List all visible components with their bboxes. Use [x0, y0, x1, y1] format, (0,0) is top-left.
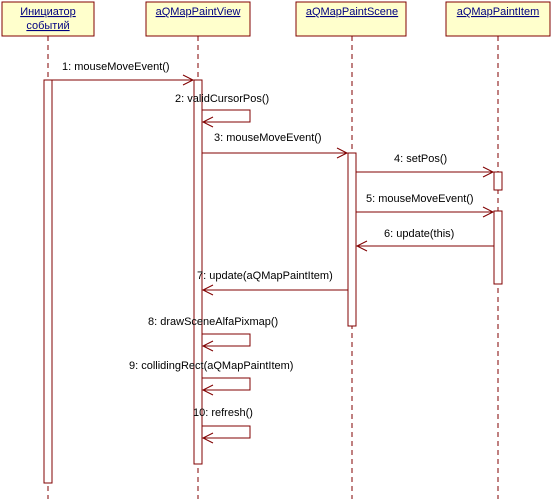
message-8: 8: drawSceneAlfaPixmap(): [148, 316, 278, 352]
lifeline-item-title: aQMapPaintItem: [457, 6, 540, 18]
lifeline-scene: aQMapPaintScene: [295, 1, 407, 499]
lifeline-initiator: Инициатор событий: [1, 1, 95, 499]
message-9: 9: collidingRect(aQMapPaintItem): [129, 360, 293, 396]
message-10-label: 10: refresh(): [193, 407, 253, 419]
message-6: 6: update(this): [355, 228, 494, 252]
activation-item-1: [493, 171, 503, 191]
message-7: 7: update(aQMapPaintItem): [197, 270, 348, 296]
message-9-label: 9: collidingRect(aQMapPaintItem): [129, 360, 293, 372]
message-1: 1: mouseMoveEvent(): [52, 61, 195, 86]
activation-initiator: [43, 79, 53, 484]
lifeline-item: aQMapPaintItem: [445, 1, 551, 499]
activation-scene: [347, 152, 357, 327]
lifeline-view: aQMapPaintView: [145, 1, 251, 499]
message-6-label: 6: update(this): [384, 228, 454, 240]
message-5-label: 5: mouseMoveEvent(): [366, 193, 474, 205]
lifeline-view-title: aQMapPaintView: [156, 6, 241, 18]
message-7-label: 7: update(aQMapPaintItem): [197, 270, 333, 282]
message-4-label: 4: setPos(): [394, 153, 447, 165]
activation-view: [193, 79, 203, 465]
message-2-label: 2: validCursorPos(): [175, 93, 269, 105]
message-10: 10: refresh(): [193, 407, 253, 444]
lifeline-initiator-title-2: событий: [26, 20, 69, 32]
message-3: 3: mouseMoveEvent(): [202, 132, 349, 159]
message-3-label: 3: mouseMoveEvent(): [214, 132, 322, 144]
message-2: 2: validCursorPos(): [175, 93, 269, 128]
message-8-label: 8: drawSceneAlfaPixmap(): [148, 316, 278, 328]
message-1-label: 1: mouseMoveEvent(): [62, 61, 170, 73]
lifeline-initiator-title-1: Инициатор: [20, 6, 76, 18]
lifeline-scene-title: aQMapPaintScene: [306, 6, 398, 18]
message-5: 5: mouseMoveEvent(): [356, 193, 495, 218]
activation-item-2: [493, 210, 503, 285]
message-4: 4: setPos(): [356, 153, 495, 178]
